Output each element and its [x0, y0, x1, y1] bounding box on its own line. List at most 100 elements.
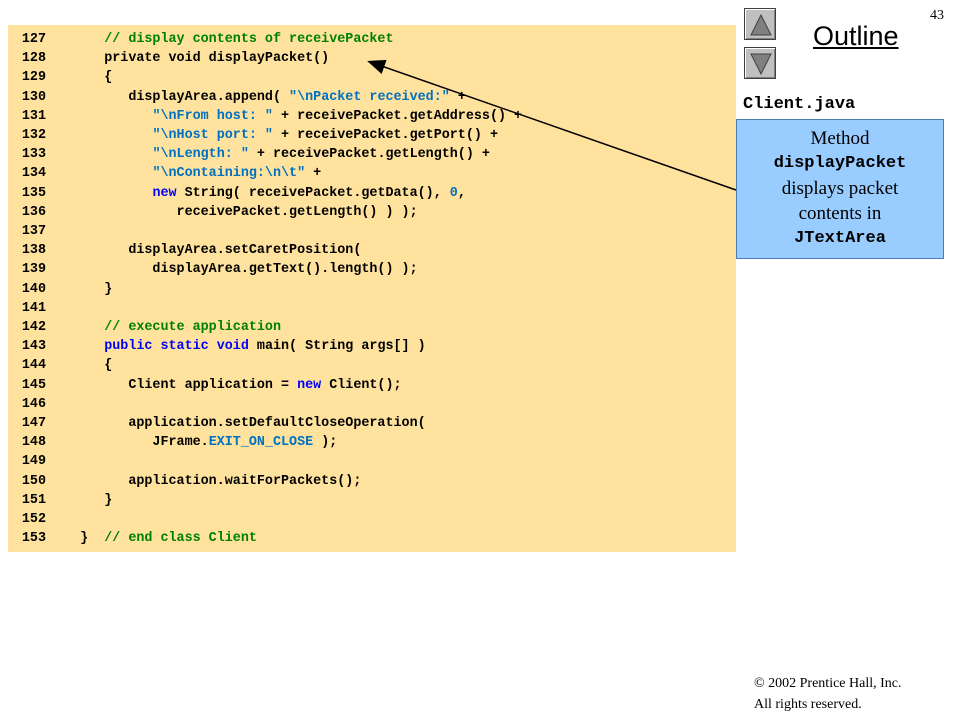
code-line: 134 "\nContaining:\n\t" + — [8, 164, 321, 183]
rights-text: All rights reserved. — [754, 697, 862, 712]
code-line: 132 "\nHost port: " + receivePacket.getP… — [8, 126, 498, 145]
code-token: } — [56, 281, 113, 297]
code-line: 152 — [8, 510, 56, 529]
code-line: 149 — [8, 452, 56, 471]
code-line: 129 { — [8, 68, 112, 87]
line-number: 138 — [21, 243, 46, 259]
code-line: 140 } — [8, 280, 112, 299]
slide-number: 43 — [930, 8, 944, 23]
code-token: EXIT_ON_CLOSE — [208, 435, 314, 451]
copyright-footer: © 2002 Prentice Hall, Inc. All rights re… — [754, 673, 902, 715]
code-line: 144 { — [8, 356, 112, 375]
code-token: JFrame. — [56, 435, 209, 451]
code-token: displayArea.append( — [56, 89, 290, 105]
code-line: 137 — [8, 222, 56, 241]
code-token: main( String args[] ) — [248, 339, 426, 355]
code-token: Client(); — [321, 377, 402, 393]
line-number: 151 — [21, 492, 46, 508]
line-number: 148 — [21, 435, 46, 451]
code-token: + — [449, 89, 466, 105]
code-token: { — [56, 358, 113, 374]
code-token: "\nContaining:\n\t" — [152, 166, 306, 182]
code-token: // execute application — [104, 320, 282, 335]
line-number: 139 — [21, 262, 46, 278]
code-token — [56, 32, 104, 47]
line-number: 145 — [21, 377, 46, 393]
line-number: 140 — [21, 281, 46, 297]
code-token: displayArea.getText().length() ); — [56, 262, 418, 278]
code-line: 139 displayArea.getText().length() ); — [8, 260, 418, 279]
code-line: 136 receivePacket.getLength() ) ); — [8, 203, 418, 222]
code-token: + receivePacket.getLength() + — [248, 147, 490, 163]
code-token: new — [297, 377, 322, 393]
code-token: ); — [313, 435, 338, 451]
line-number: 141 — [21, 300, 46, 316]
code-line: 143 public static void main( String args… — [8, 337, 426, 356]
code-token — [56, 320, 104, 335]
code-token: "\nPacket received:" — [289, 89, 450, 105]
line-number: 133 — [21, 147, 46, 163]
code-token: String( receivePacket.getData(), — [176, 185, 450, 201]
code-token — [56, 109, 152, 124]
code-token: "\nLength: " — [152, 147, 249, 163]
callout-method-name: displayPacket — [773, 154, 907, 173]
line-number: 136 — [21, 204, 46, 220]
previous-slide-button[interactable] — [744, 8, 776, 40]
code-line: 141 — [8, 299, 56, 318]
callout-line: displays packet — [781, 178, 899, 199]
code-token: Client application = — [56, 377, 298, 393]
callout-line: Method — [810, 128, 870, 149]
code-token: } — [56, 531, 105, 547]
code-token: + receivePacket.getPort() + — [272, 128, 498, 143]
line-number: 152 — [21, 512, 46, 527]
line-number: 144 — [21, 358, 46, 374]
callout-box: Method displayPacket displays packet con… — [736, 119, 944, 259]
code-token: receivePacket.getLength() ) ); — [56, 204, 418, 220]
code-token: displayArea.setCaretPosition( — [56, 243, 362, 259]
line-number: 129 — [21, 70, 46, 86]
code-line: 147 application.setDefaultCloseOperation… — [8, 414, 426, 433]
code-line: 153 } // end class Client — [8, 529, 257, 548]
line-number: 137 — [21, 224, 46, 239]
line-number: 146 — [21, 396, 46, 412]
code-token — [56, 166, 152, 181]
file-name-label: Client.java — [743, 95, 856, 114]
code-token: // display contents of receivePacket — [104, 32, 394, 47]
code-token — [56, 339, 104, 354]
code-line: 138 displayArea.setCaretPosition( — [8, 241, 361, 260]
code-line: 127 // display contents of receivePacket — [8, 30, 394, 49]
line-number: 135 — [21, 185, 46, 201]
line-number: 131 — [21, 108, 46, 124]
code-token — [56, 186, 152, 201]
line-number: 142 — [21, 320, 46, 335]
code-token: // end class Client — [104, 531, 257, 547]
code-line: 135 new String( receivePacket.getData(),… — [8, 184, 466, 203]
line-number: 153 — [21, 531, 46, 547]
code-token: application.waitForPackets(); — [56, 473, 362, 489]
line-number: 128 — [21, 51, 46, 67]
line-number: 149 — [21, 454, 46, 470]
callout-line: contents in — [798, 203, 882, 224]
code-line: 148 JFrame.EXIT_ON_CLOSE ); — [8, 433, 337, 452]
code-token: } — [56, 492, 113, 508]
code-line: 145 Client application = new Client(); — [8, 376, 402, 395]
line-number: 134 — [21, 166, 46, 182]
line-number: 150 — [21, 473, 46, 489]
code-token: application.setDefaultCloseOperation( — [56, 416, 426, 431]
code-token: { — [56, 70, 113, 86]
line-number: 147 — [21, 416, 46, 431]
code-token — [56, 147, 152, 162]
up-triangle-icon — [750, 13, 772, 36]
code-line: 150 application.waitForPackets(); — [8, 472, 361, 491]
down-triangle-icon — [750, 53, 772, 76]
code-token: "\nFrom host: " — [152, 108, 273, 124]
outline-link[interactable]: Outline — [813, 21, 899, 51]
code-token: 0 — [449, 185, 458, 201]
code-token: , — [457, 185, 466, 201]
code-token: new — [152, 185, 177, 201]
line-number: 132 — [21, 128, 46, 143]
line-number: 130 — [21, 89, 46, 105]
next-slide-button[interactable] — [744, 47, 776, 79]
line-number: 143 — [21, 339, 46, 355]
copyright-text: © 2002 Prentice Hall, Inc. — [754, 676, 902, 691]
